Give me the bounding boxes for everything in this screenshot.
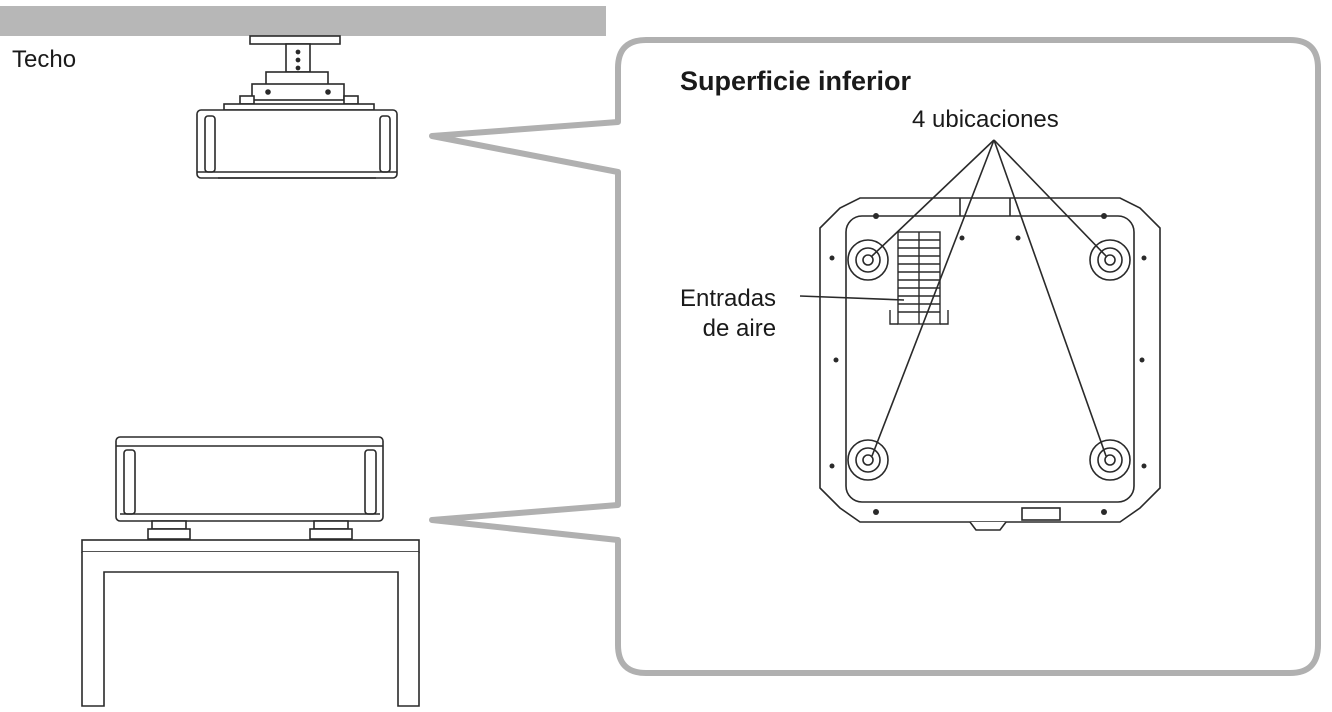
table-projector [115, 436, 384, 540]
air-intake-vents [889, 231, 949, 325]
foot-bottom-right [1089, 439, 1131, 481]
callout-title: Superficie inferior [680, 66, 912, 96]
feet-leader-lines [871, 139, 1107, 457]
air-intake-label: Entradas de aire [680, 284, 776, 344]
ceiling-bar [0, 6, 606, 36]
foot-bottom-left [847, 439, 889, 481]
ceiling-label: Techo [12, 46, 77, 73]
air-intake-label-line2: de aire [702, 315, 777, 342]
air-intake-leader-line [799, 295, 905, 301]
screws [829, 213, 1147, 515]
table [81, 539, 420, 707]
air-intake-label-line1: Entradas [680, 285, 777, 312]
ceiling-mounted-projector [196, 35, 398, 179]
feet-locations-label: 4 ubicaciones [912, 106, 1059, 133]
